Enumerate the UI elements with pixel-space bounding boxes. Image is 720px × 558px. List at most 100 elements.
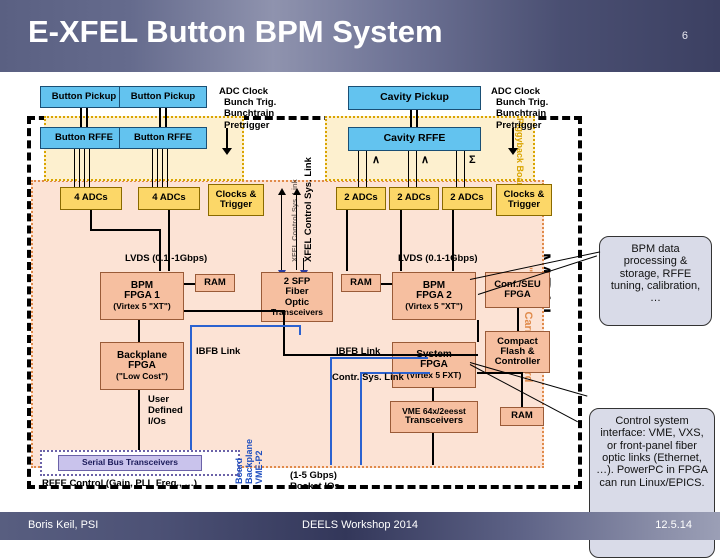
sfp-arrow-stem-b <box>303 258 305 272</box>
sfp-arrow-stem-a <box>281 258 283 272</box>
link-mid-h <box>283 354 478 356</box>
link-rffe1-adc-b <box>79 149 81 187</box>
arrow-clock-right-head <box>508 148 518 155</box>
ibfb-link-2-line <box>330 357 332 465</box>
link-pickup2-rffe-b <box>165 108 167 127</box>
link-rffe2-adc-d <box>167 149 169 187</box>
clocks-trigger-right-line1: Clocks & <box>503 188 545 200</box>
link-fpga1-ram <box>184 283 195 285</box>
clocks-trigger-left-line1: Clocks & <box>215 188 257 200</box>
cavity-rffe-box: Cavity RFFE <box>348 127 481 151</box>
link-cavrffe-adc-c <box>408 151 410 187</box>
bpm-fpga1-line1: BPM <box>130 279 154 291</box>
adc4b-bus-down <box>168 210 170 271</box>
rocket-ios-label: (1-5 Gbps) Rocket IOs <box>290 470 340 492</box>
cavity-pickup-label: Cavity Pickup <box>380 91 449 104</box>
clocks-trigger-left-line2: Trigger <box>219 199 253 210</box>
user-defined-ios-line3: I/Os <box>148 416 166 428</box>
bpm-fpga2-line1: BPM <box>422 279 446 291</box>
xfel-link-line-b <box>296 192 298 270</box>
backplane-fpga-line1: Backplane <box>116 349 168 361</box>
arrow-clock-left-head <box>222 148 232 155</box>
ram-3-box: RAM <box>500 407 544 426</box>
clocks-trigger-right-box: Clocks & Trigger <box>496 184 552 216</box>
cavity-rffe-label: Cavity RFFE <box>383 132 446 145</box>
ibfb-link-1-line <box>190 325 192 465</box>
user-defined-ios-label: User Defined I/Os <box>148 394 183 428</box>
footer-event: DEELS Workshop 2014 <box>302 519 418 531</box>
bpm-fpga2-box: BPM FPGA 2 (Virtex 5 "XT") <box>392 272 476 320</box>
adcs-4b-box: 4 ADCs <box>138 187 200 210</box>
link-cavrffe-adc-b <box>366 151 368 187</box>
bpm-fpga1-line3: (Virtex 5 "XT") <box>113 301 171 312</box>
link-fpga1-right-v <box>283 310 285 355</box>
vme-transceivers-line2: Transceivers <box>404 415 464 427</box>
adc4a-bus-h <box>90 229 160 231</box>
slide-footer: Boris Keil, PSI DEELS Workshop 2014 12.5… <box>0 512 720 540</box>
conf-seu-line1: Conf./SEU <box>494 278 541 290</box>
conf-seu-fpga-box: Conf./SEU FPGA <box>485 272 550 308</box>
page-title: E-XFEL Button BPM System <box>28 14 443 49</box>
link-fpga1-backplane <box>138 320 140 342</box>
link-sysfpga-ram3-v <box>521 372 523 407</box>
button-pickup-1-label: Button Pickup <box>51 90 117 102</box>
delta-symbol-2: ∧ <box>421 154 430 166</box>
lvds-right-label: LVDS (0.1-1Gbps) <box>398 253 478 264</box>
bpm-fpga1-line2: FPGA 1 <box>124 290 160 302</box>
adc2a-bus-v <box>346 210 348 232</box>
link-cavrffe-adc-f <box>464 151 466 187</box>
vme-p2-board-line2: Backplane <box>244 438 254 484</box>
link-rffe2-adc-c <box>162 149 164 187</box>
ibfb-link-2-label: IBFB Link <box>336 346 381 357</box>
contr-sys-link-h <box>360 372 430 374</box>
clock-list-right-item-4: Pretrigger <box>496 119 542 131</box>
clocks-trigger-left-box: Clocks & Trigger <box>208 184 264 216</box>
link-rffe1-adc-d <box>89 149 91 187</box>
bpm-system-diagram: MBU "GPAC" Carrier Board Piggyback Board… <box>0 72 720 558</box>
ibfb-link-1-h <box>190 325 300 327</box>
user-defined-ios-line1: User <box>148 394 170 405</box>
serial-bus-transceivers-label: Serial Bus Transceivers <box>82 457 178 468</box>
sfp-transceivers-box: 2 SFP Fiber Optic Transceivers <box>261 272 333 322</box>
vme-transceivers-box: VME 64x/2eesst Transceivers <box>390 401 478 433</box>
rocket-ios-line1: (1-5 Gbps) <box>290 470 337 481</box>
button-pickup-1-box: Button Pickup <box>40 86 128 108</box>
xfel-control-link-left-label: XFEL Control Sys. Link <box>303 157 314 262</box>
sfp-line4: Transceivers <box>271 306 323 317</box>
footer-author: Boris Keil, PSI <box>28 519 99 531</box>
xfel-link-arrow-b <box>292 188 301 195</box>
contr-sys-link-line <box>360 372 362 465</box>
sigma-symbol: Σ <box>469 154 476 166</box>
lvds-left-label: LVDS (0.1 -1Gbps) <box>125 253 208 264</box>
callout-2-text: Control system interface: VME, VXS, or f… <box>596 415 708 489</box>
link-cavpickup-rffe-b <box>416 110 418 127</box>
callout-1-text: BPM data processing & storage, RFFE tuni… <box>610 243 701 305</box>
link-cavrffe-adc-e <box>456 151 458 187</box>
link-rffe1-adc-c <box>84 149 86 187</box>
arrow-clock-right-stem <box>512 128 514 150</box>
sfp-line3: Optic <box>284 296 310 308</box>
ram-2-label: RAM <box>350 276 372 288</box>
ram-1-box: RAM <box>195 274 235 292</box>
xfel-link-line-a <box>281 192 283 270</box>
clock-list-right-item-3: Bunchtrain <box>496 108 547 120</box>
clock-list-right-item-1: ADC Clock <box>491 86 541 97</box>
sfp-line2: Fiber <box>285 286 309 298</box>
user-defined-ios-line2: Defined <box>148 405 183 417</box>
link-fpga2-down <box>477 320 479 342</box>
link-confseu-flash <box>517 308 519 332</box>
adcs-4a-label: 4 ADCs <box>74 192 108 204</box>
button-rffe-2-box: Button RFFE <box>119 127 207 149</box>
ibfb-link-1-stub <box>299 325 301 335</box>
contr-sys-link-label: Contr. Sys. Link <box>332 372 404 383</box>
clock-list-left-item-3: Bunchtrain <box>224 108 275 120</box>
ram-1-label: RAM <box>204 276 226 288</box>
adc4a-bus-v <box>90 210 92 230</box>
button-rffe-2-label: Button RFFE <box>133 131 193 143</box>
adcs-2b-box: 2 ADCs <box>389 187 439 210</box>
adcs-2c-box: 2 ADCs <box>442 187 492 210</box>
adc2c-bus-down <box>452 210 454 271</box>
ram-2-box: RAM <box>341 274 381 292</box>
cavity-pickup-box: Cavity Pickup <box>348 86 481 110</box>
rffe-control-label: RFFE Control (Gain, PLL Freq., …) <box>42 478 197 489</box>
